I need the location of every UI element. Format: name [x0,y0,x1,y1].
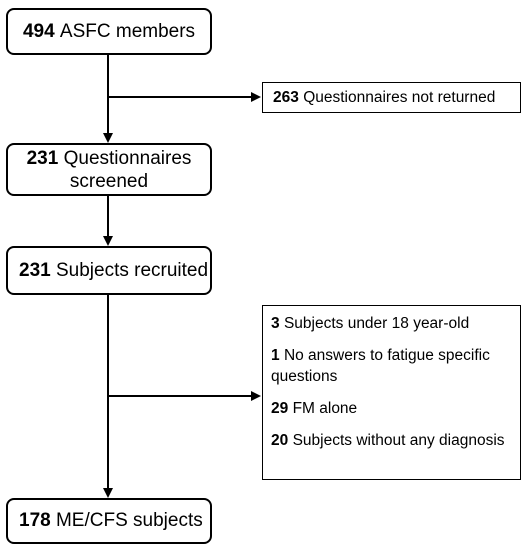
label-screened: Questionnaires [63,147,192,169]
label-final: ME/CFS subjects [55,510,203,531]
label-members: ASFC members [59,20,196,42]
label-screened-2: screened [69,170,149,192]
exclusion-item: 20 Subjects without any diagnosis [271,432,505,449]
count-screened: 231 [26,147,59,169]
node-not-returned: 263 Questionnaires not returned [262,82,521,113]
count-not-returned: 263 [273,89,299,106]
count-members: 494 [22,20,55,42]
label-not-returned: Questionnaires not returned [303,89,496,106]
exclusion-item: 3 Subjects under 18 year-old [271,315,470,332]
node-me-cfs-subjects: 178 ME/CFS subjects [6,498,212,544]
node-exclusions: 3 Subjects under 18 year-old 1 No answer… [262,305,521,480]
label-recruited: Subjects recruited [55,259,209,281]
node-subjects-recruited: 231 Subjects recruited [6,246,212,295]
node-asfc-members: 494 ASFC members [6,8,212,55]
count-recruited: 231 [19,259,51,281]
exclusion-item: 29 FM alone [271,400,358,417]
count-final: 178 [19,510,51,531]
exclusion-item: 1 No answers to fatigue specific questio… [271,347,490,385]
